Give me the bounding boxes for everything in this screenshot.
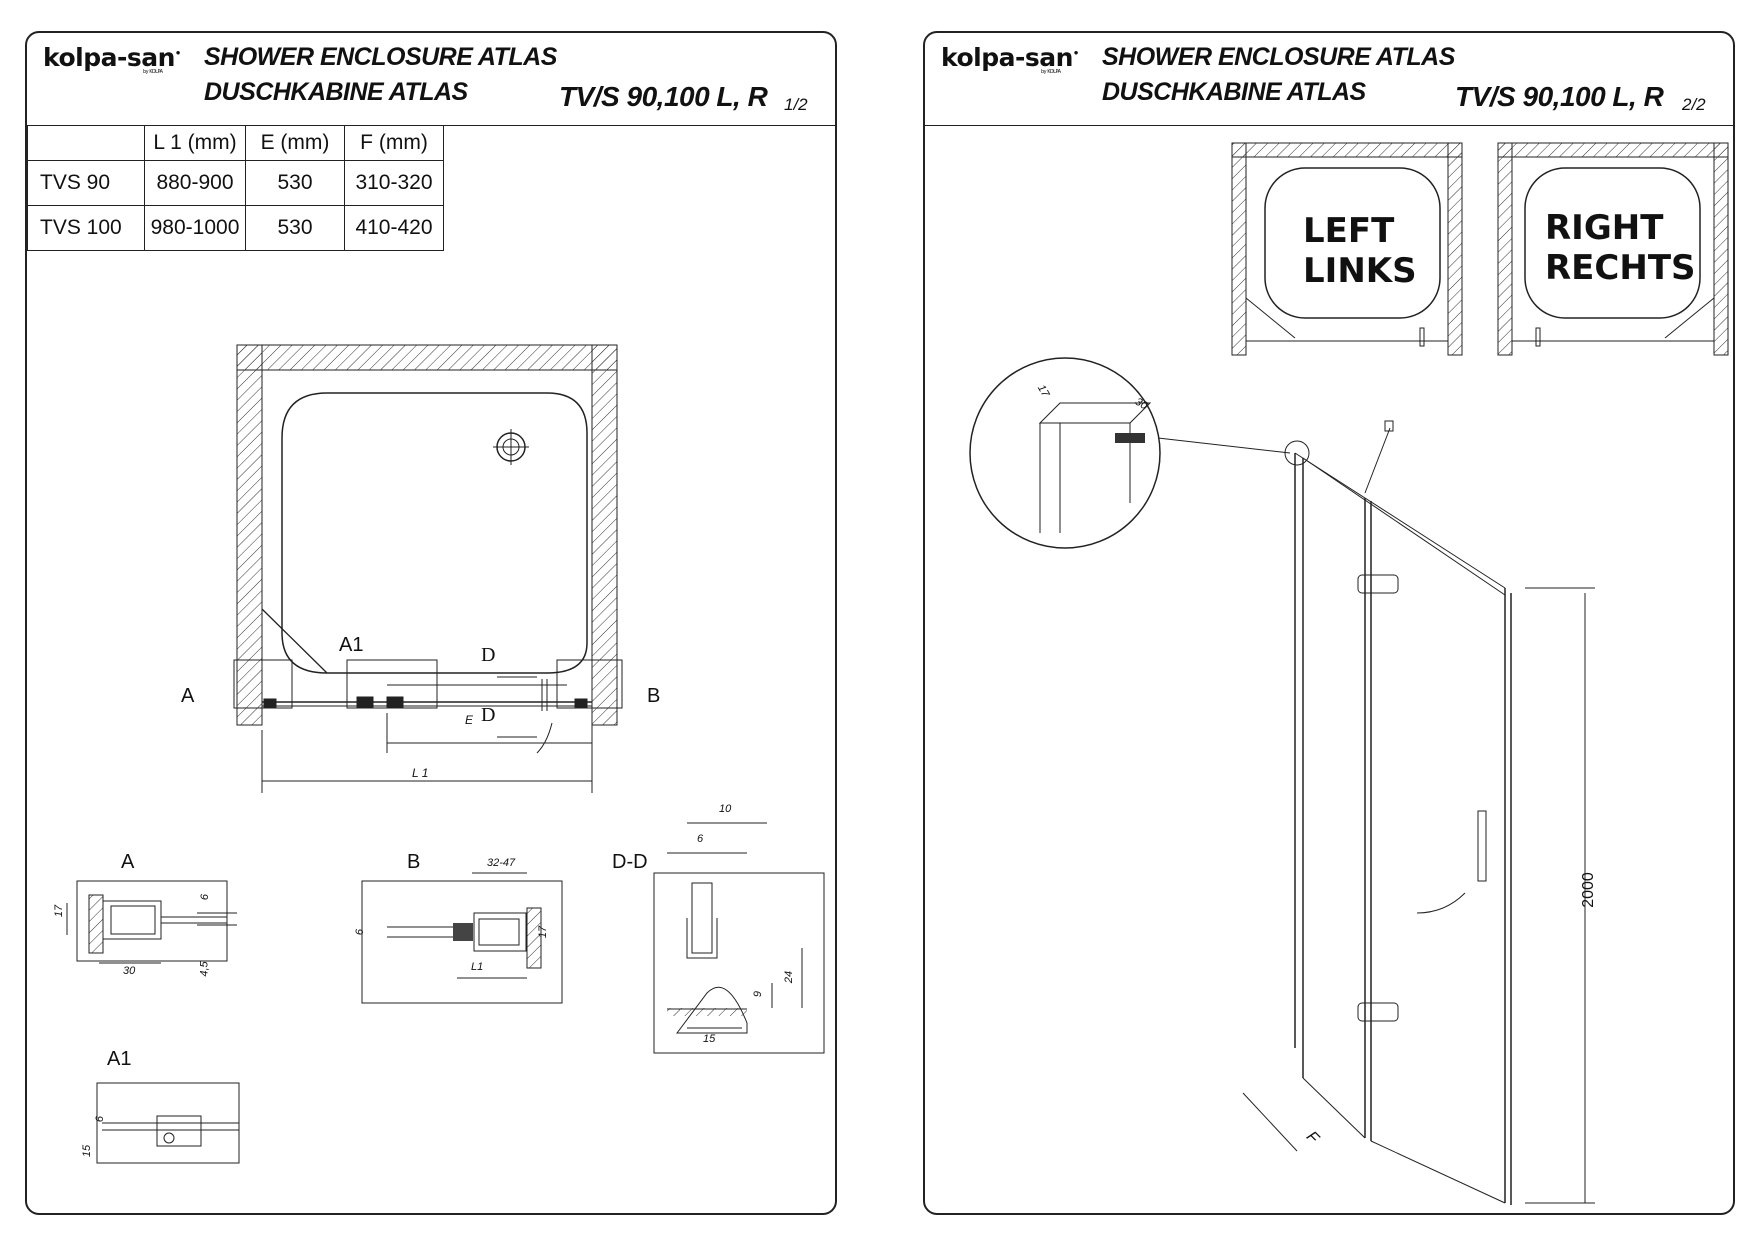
detail-dd-dim-6: 6 [697,833,704,845]
dimension-l1-label: L 1 [412,766,429,780]
sheet-page-1: kolpa-san•by KOLPA SHOWER ENCLOSURE ATLA… [25,31,837,1215]
page-number: 1/2 [784,95,808,114]
plan-label-a: A [181,685,195,707]
profile-detail-magnifier [969,357,1310,549]
table-cell: 880-900 [144,160,246,206]
dimension-table: L 1 (mm) E (mm) F (mm) TVS 90 880-900 53… [27,125,444,251]
detail-b-dim-32-47: 32-47 [487,857,516,869]
detail-dd-drawing [653,822,825,1054]
plan-label-a1: A1 [339,634,364,656]
detail-a1-dim-6: 6 [94,1115,107,1123]
plan-view-drawing [233,344,623,793]
model-code: TV/S 90,100 L, R [1455,81,1664,112]
shower-elevation [1242,420,1595,1205]
detail-a1-title: A1 [107,1048,132,1070]
table-cell: 310-320 [344,160,444,206]
right-page-drawing [969,142,1729,1205]
orientation-left-diagram [1231,142,1463,356]
table-header-cell: E (mm) [245,125,345,161]
page-number: 2/2 [1682,95,1706,114]
detail-b-drawing [361,872,563,1004]
orientation-right-diagram [1497,142,1729,356]
table-header-cell: L 1 (mm) [144,125,246,161]
table-header-row: L 1 (mm) E (mm) F (mm) [27,125,444,161]
title-english: SHOWER ENCLOSURE ATLAS [204,43,557,71]
table-row: TVS 100 980-1000 530 410-420 [27,205,444,251]
detail-dd-dim-15: 15 [703,1033,716,1045]
page-2-header: kolpa-san•by KOLPA SHOWER ENCLOSURE ATLA… [925,33,1733,126]
table-header-cell: F (mm) [344,125,444,161]
dimension-lines [261,676,593,793]
title-german: DUSCHKABINE ATLAS [1102,78,1366,106]
section-marker-top: D [481,644,496,666]
brand-logo: kolpa-san•by KOLPA [941,43,1079,75]
table-cell: 410-420 [344,205,444,251]
brand-logo: kolpa-san•by KOLPA [43,43,181,75]
page-1-header: kolpa-san•by KOLPA SHOWER ENCLOSURE ATLA… [27,33,835,126]
wall-hatching [236,344,618,726]
dimension-e-label: E [465,713,474,727]
orientation-right-label: RIGHT RECHTS [1545,208,1696,288]
detail-a-dim-30: 30 [123,965,136,977]
detail-dd-dim-10: 10 [719,803,732,815]
drain-icon [493,429,529,465]
title-german: DUSCHKABINE ATLAS [204,78,468,106]
detail-b-title: B [407,851,421,873]
detail-a1-dim-15: 15 [81,1144,94,1158]
detail-a1-drawing [96,1082,240,1164]
detail-dd-title: D-D [612,851,648,873]
table-cell: 530 [245,205,345,251]
glass-panels [233,608,623,754]
table-cell: TVS 100 [27,205,145,251]
sheet-page-2: kolpa-san•by KOLPA SHOWER ENCLOSURE ATLA… [923,31,1735,1215]
section-marker-bottom: D [481,704,496,726]
model-code: TV/S 90,100 L, R [559,81,768,112]
table-cell: 980-1000 [144,205,246,251]
detail-a-drawing [66,880,237,964]
detail-b-dim-l1: L1 [471,961,484,973]
plan-label-b: B [647,685,661,707]
table-cell: 530 [245,160,345,206]
orientation-left-label: LEFT LINKS [1303,211,1417,291]
detail-a-title: A [121,851,135,873]
title-english: SHOWER ENCLOSURE ATLAS [1102,43,1455,71]
height-dimension-label: 2000 [1579,872,1597,908]
